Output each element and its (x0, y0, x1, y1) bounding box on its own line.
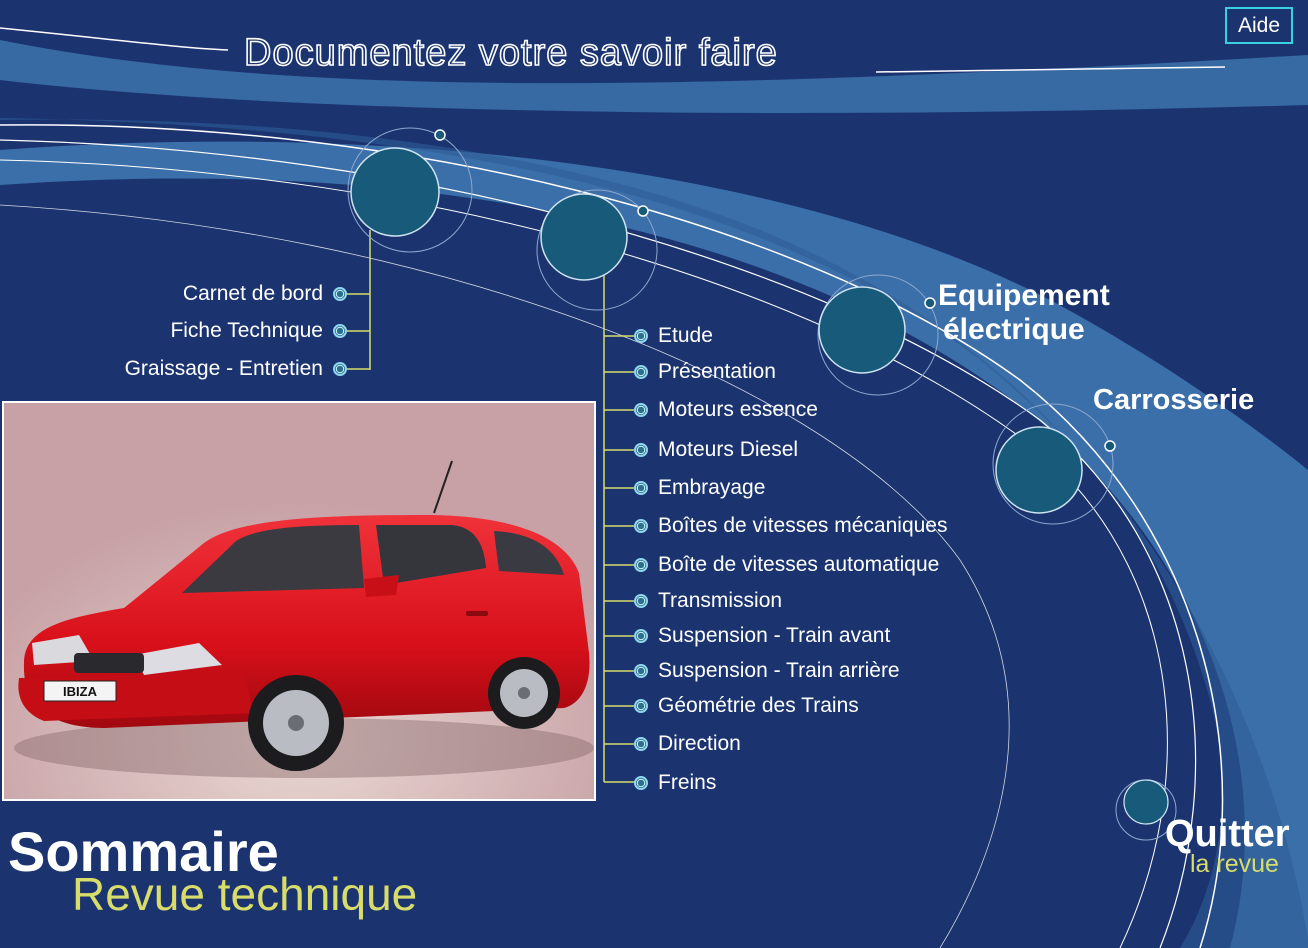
menu-item-label: Etude (658, 324, 713, 347)
menu-item-direction[interactable]: Direction (634, 732, 741, 756)
menu-item-transmission[interactable]: Transmission (634, 589, 782, 613)
menu-item-moteurs-essence[interactable]: Moteurs essence (634, 398, 818, 422)
section-label-line1: Equipement (938, 279, 1110, 312)
menu-item-label: Carnet de bord (182, 282, 323, 305)
bullet-icon (634, 558, 648, 572)
menu-item-label: Transmission (658, 589, 783, 612)
footer-sommaire: Sommaire (8, 820, 279, 883)
node-carrosserie (992, 403, 1116, 525)
menu-item-label: Suspension - Train arrière (658, 659, 900, 682)
bullet-icon (634, 365, 648, 379)
menu-item-embrayage[interactable]: Embrayage (634, 476, 765, 500)
menu-item-carnet-de-bord[interactable]: Carnet de bord (183, 282, 347, 306)
menu-item-suspension-avant[interactable]: Suspension - Train avant (634, 624, 890, 648)
menu-item-presentation[interactable]: Présentation (634, 360, 776, 384)
license-plate: IBIZA (63, 684, 98, 699)
bullet-icon (634, 481, 648, 495)
bullet-icon (634, 664, 648, 678)
menu-item-label: Géométrie des Trains (658, 694, 859, 717)
help-button[interactable]: Aide (1225, 7, 1293, 44)
node-equipement (817, 274, 939, 396)
menu-item-label: Embrayage (658, 476, 766, 499)
menu-item-label: Moteurs Diesel (658, 438, 799, 461)
menu-item-label: Direction (658, 732, 741, 755)
section-label-line2: électrique (943, 313, 1085, 346)
bullet-icon (634, 519, 648, 533)
page-title: Documentez votre savoir faire (243, 31, 778, 75)
bullet-icon (634, 403, 648, 417)
section-equipement-electrique[interactable]: Equipement électrique (938, 279, 1110, 347)
bullet-icon (634, 329, 648, 343)
car-illustration: IBIZA (4, 403, 594, 799)
menu-item-label: Présentation (658, 360, 776, 383)
bullet-icon (634, 629, 648, 643)
bullet-icon (634, 594, 648, 608)
menu-item-label: Suspension - Train avant (658, 624, 891, 647)
footer-revue-technique: Revue technique (72, 868, 418, 920)
bullet-icon (634, 737, 648, 751)
menu-item-fiche-technique[interactable]: Fiche Technique (170, 319, 347, 343)
node-carnet (347, 127, 473, 253)
quit-button-subtitle[interactable]: la revue (1190, 850, 1279, 878)
bullet-icon (333, 324, 347, 338)
menu-item-freins[interactable]: Freins (634, 771, 716, 795)
bullet-icon (634, 776, 648, 790)
section-carrosserie[interactable]: Carrosserie (1093, 384, 1255, 416)
menu-item-boite-automatique[interactable]: Boîte de vitesses automatique (634, 553, 939, 577)
menu-item-suspension-arriere[interactable]: Suspension - Train arrière (634, 659, 900, 683)
bullet-icon (634, 699, 648, 713)
node-quitter (1115, 779, 1177, 841)
menu-item-geometrie-trains[interactable]: Géométrie des Trains (634, 694, 859, 718)
menu-item-label: Freins (658, 771, 717, 794)
quit-button[interactable]: Quitter (1165, 813, 1290, 855)
bullet-icon (333, 362, 347, 376)
car-photo: IBIZA (2, 401, 596, 801)
menu-item-moteurs-diesel[interactable]: Moteurs Diesel (634, 438, 798, 462)
menu-item-graissage-entretien[interactable]: Graissage - Entretien (125, 357, 347, 381)
node-mecanique (536, 189, 658, 311)
menu-item-label: Moteurs essence (658, 398, 818, 421)
menu-item-boites-mecaniques[interactable]: Boîtes de vitesses mécaniques (634, 514, 948, 538)
bullet-icon (333, 287, 347, 301)
menu-item-etude[interactable]: Etude (634, 324, 713, 348)
menu-item-label: Boîte de vitesses automatique (658, 553, 940, 576)
menu-item-label: Graissage - Entretien (124, 357, 323, 380)
menu-item-label: Boîtes de vitesses mécaniques (658, 514, 948, 537)
menu-item-label: Fiche Technique (170, 319, 323, 342)
bullet-icon (634, 443, 648, 457)
